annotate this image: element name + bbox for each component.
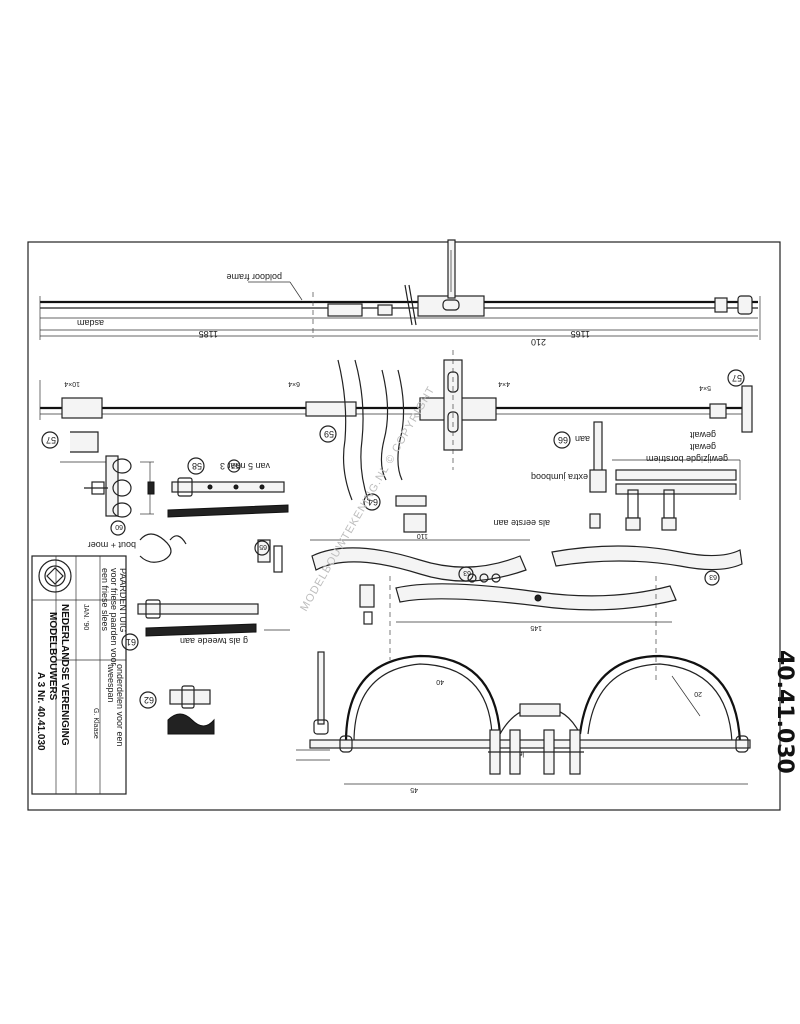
dim-145: 145 — [530, 624, 542, 631]
curved-yoke-right: 63 — [551, 545, 743, 586]
label-pole-frame: poldoor frame — [226, 272, 282, 282]
callout-66 — [553, 431, 571, 449]
callout-63-left — [458, 566, 474, 582]
vertical-rod-detail — [296, 651, 330, 761]
callout-64-number: 64 — [368, 497, 378, 507]
callout-57-mid-number: 57 — [231, 462, 239, 469]
callout-57-right-number: 57 — [732, 373, 742, 383]
handwritten-drawing-number: 40.41.030 — [772, 650, 797, 774]
society-logo — [38, 559, 72, 593]
drawing-date: JAN. '90 — [82, 604, 89, 630]
left-detail-buckles: 57 — [41, 431, 155, 518]
callout-63-left-number: 63 — [463, 569, 471, 576]
dim-6x4: 6×4 — [288, 380, 300, 387]
society-name-line2: MODELBOUWERS — [47, 612, 58, 701]
label-as-second: g als tweede aan — [180, 636, 248, 646]
buckle-detail-lower: 62 — [139, 685, 215, 735]
callout-64 — [363, 493, 381, 511]
callout-66-number: 66 — [558, 435, 568, 445]
callout-59 — [319, 425, 337, 443]
breast-strap-assembly: 66 aan gewalt gewalt gewijzigde borstrie… — [493, 421, 741, 757]
title-block: NEDERLANDSE VERENIGING MODELBOUWERS A 3 … — [31, 555, 128, 795]
callout-61 — [121, 633, 139, 651]
callout-57-left-number: 57 — [46, 435, 56, 445]
strap-detail-66: g als tweede aan 61 — [121, 599, 290, 651]
drawing-title-line2: tweespan — [106, 664, 116, 703]
callout-58-number: 58 — [192, 461, 202, 471]
callout-60-number: 60 — [115, 523, 123, 530]
drawing-border — [27, 241, 781, 811]
callout-62-number: 62 — [144, 695, 154, 705]
dim-4x4: 4×4 — [498, 380, 510, 387]
label-bolt-nut: bout + moer — [88, 540, 136, 550]
subject-line2: voor friese paarden voor — [109, 568, 119, 666]
second-strap-assembly: 10×4 6×4 4×4 5×4 57 59 — [39, 350, 753, 501]
dim-45: 45 — [410, 786, 418, 793]
clip-details-65: 65 64 — [254, 493, 427, 625]
dim-210: 210 — [531, 337, 546, 347]
dim-1185: 1185 — [199, 329, 218, 339]
dim-10x4: 10×4 — [64, 380, 80, 387]
callout-62 — [139, 691, 157, 709]
label-from-to: van 5 naar 3 — [220, 461, 270, 471]
callout-57-left — [41, 431, 59, 449]
callout-57-right — [727, 369, 745, 387]
dim-5x4: 5×4 — [699, 384, 711, 391]
small-hook-detail: 60 bout + moer — [88, 520, 187, 563]
curved-yoke-upper: 110 63 — [310, 532, 530, 583]
drawing-title-line1: onderdelen voor een — [115, 664, 125, 747]
dim-110: 110 — [417, 532, 428, 539]
dim-1165: 1165 — [571, 329, 590, 339]
hame-arches: 45 40 20 — [309, 654, 751, 793]
society-name-line1: NEDERLANDSE VERENIGING — [59, 604, 70, 746]
callout-60 — [110, 520, 126, 536]
label-as-first: als eerste aan — [493, 518, 550, 528]
subject-line3: een friese slees — [100, 568, 110, 632]
dim-20: 20 — [694, 690, 702, 697]
label-aan: aan — [575, 434, 590, 444]
label-extra-strap: extra jumbooq — [531, 472, 588, 482]
format-number: A 3 Nr. 40.41.030 — [35, 672, 46, 751]
top-strap-assembly: poldoor frame asdam 1185 1165 210 — [39, 239, 761, 347]
callout-63-right-number: 63 — [709, 573, 717, 580]
callout-58 — [187, 457, 205, 475]
label-swivel-a: gewalt — [689, 430, 716, 440]
callout-65 — [254, 540, 270, 556]
callout-59-number: 59 — [324, 429, 334, 439]
callout-65-number: 65 — [259, 543, 267, 550]
curved-yoke-middle: 145 — [389, 576, 677, 680]
strap-detail-58: 58 van 5 naar 3 57 — [167, 457, 289, 518]
label-swivel-b: gewalt — [689, 442, 716, 452]
callout-61-number: 61 — [126, 637, 136, 647]
label-breast-strap: gewijzigde borstriem — [646, 454, 728, 464]
subject-line1: PAARDENTUIG — [118, 568, 128, 632]
label-axle: asdam — [77, 318, 104, 328]
callout-57-mid — [227, 459, 241, 473]
drawn-by: G. Klaase — [92, 708, 99, 739]
dim-40: 40 — [436, 678, 444, 685]
callout-63-right — [704, 570, 720, 586]
